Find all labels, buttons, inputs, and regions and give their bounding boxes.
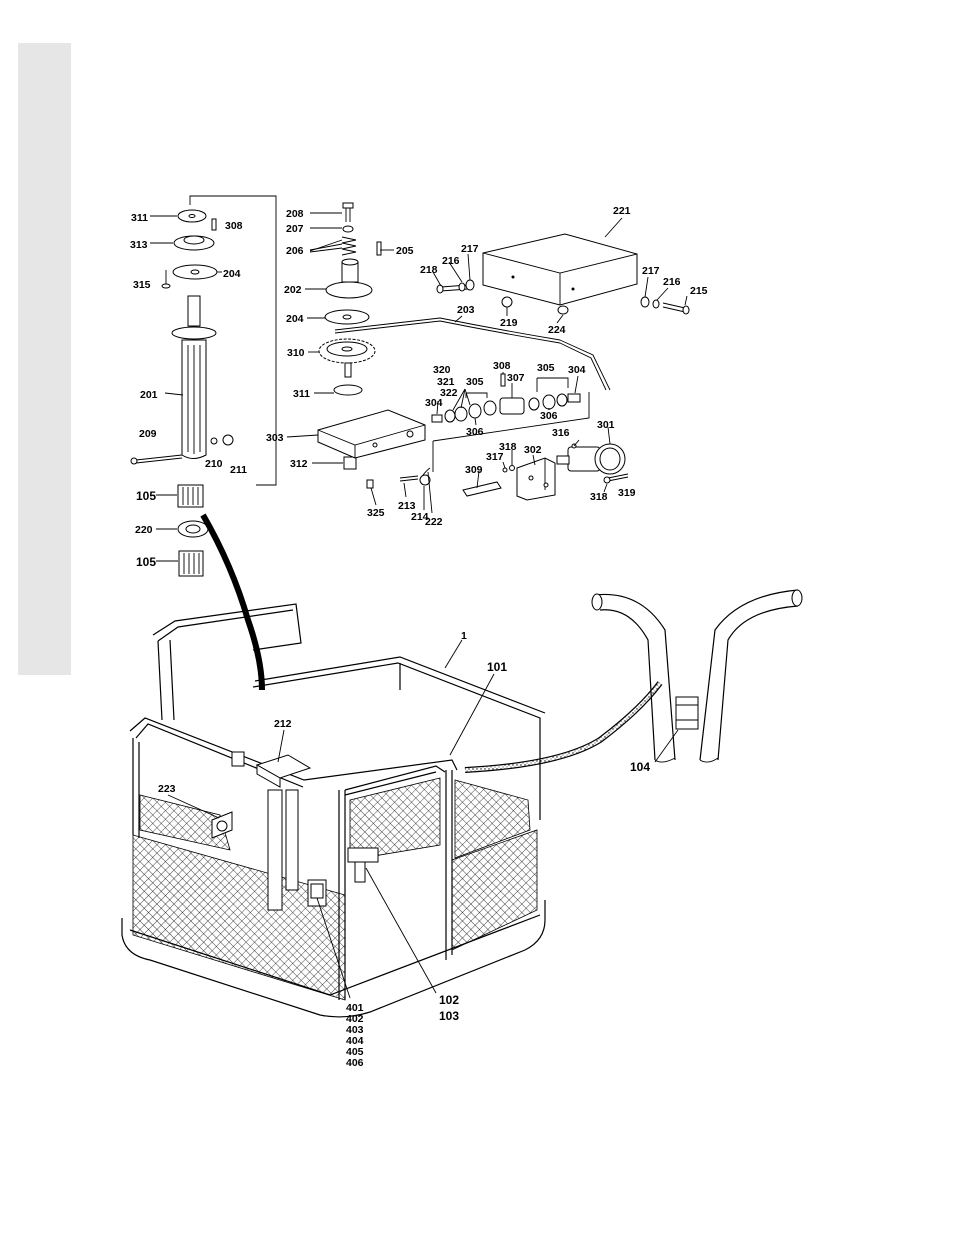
label-220: 220	[135, 524, 153, 536]
label-105-lower: 105	[136, 555, 156, 569]
label-223: 223	[158, 783, 176, 795]
label-208: 208	[286, 208, 304, 220]
label-313: 313	[130, 239, 148, 251]
label-216-right: 216	[663, 276, 681, 288]
shaft-assembly	[131, 196, 356, 576]
label-102: 102	[439, 993, 459, 1007]
label-105: 105	[136, 489, 156, 503]
label-307: 307	[507, 372, 525, 384]
label-217: 217	[461, 243, 479, 255]
label-322: 322	[440, 387, 458, 399]
label-317: 317	[486, 451, 504, 463]
label-207: 207	[286, 223, 304, 235]
label-216: 216	[442, 255, 460, 267]
drive-assembly	[432, 374, 628, 500]
label-205: 205	[396, 245, 414, 257]
label-318-right: 318	[590, 491, 608, 503]
label-306: 306	[466, 426, 484, 438]
label-211: 211	[230, 464, 247, 476]
label-308: 308	[225, 220, 243, 232]
label-204-center: 204	[286, 313, 304, 325]
label-203: 203	[457, 304, 475, 316]
label-304: 304	[425, 397, 443, 409]
label-103: 103	[439, 1009, 459, 1023]
label-219: 219	[500, 317, 518, 329]
label-217-right: 217	[642, 265, 660, 277]
label-320: 320	[433, 364, 451, 376]
label-315: 315	[133, 279, 151, 291]
label-302: 302	[524, 444, 542, 456]
label-308-drive: 308	[493, 360, 511, 372]
label-224: 224	[548, 324, 566, 336]
label-316: 316	[552, 427, 570, 439]
label-311-center: 311	[293, 388, 310, 400]
label-310: 310	[287, 347, 305, 359]
label-209: 209	[139, 428, 157, 440]
label-104: 104	[630, 760, 650, 774]
label-101: 101	[487, 660, 507, 674]
label-325: 325	[367, 507, 385, 519]
label-218: 218	[420, 264, 438, 276]
leader-lines-center	[287, 213, 462, 513]
label-204: 204	[223, 268, 241, 280]
label-206: 206	[286, 245, 304, 257]
label-222: 222	[425, 516, 443, 528]
hose-tube-detail	[592, 590, 802, 762]
label-304-right: 304	[568, 364, 586, 376]
label-406: 406	[346, 1057, 364, 1069]
label-305-right: 305	[537, 362, 555, 374]
label-319: 319	[618, 487, 636, 499]
label-309: 309	[465, 464, 483, 476]
basket-platform	[122, 515, 660, 1017]
label-210: 210	[205, 458, 223, 470]
label-306-right: 306	[540, 410, 558, 422]
label-212: 212	[274, 718, 292, 730]
label-201: 201	[140, 389, 158, 401]
label-305: 305	[466, 376, 484, 388]
label-215: 215	[690, 285, 708, 297]
label-301: 301	[597, 419, 615, 431]
label-221: 221	[613, 205, 631, 217]
label-303: 303	[266, 432, 284, 444]
label-312: 312	[290, 458, 308, 470]
label-202: 202	[284, 284, 302, 296]
label-1: 1	[461, 630, 467, 642]
label-311: 311	[131, 212, 148, 224]
